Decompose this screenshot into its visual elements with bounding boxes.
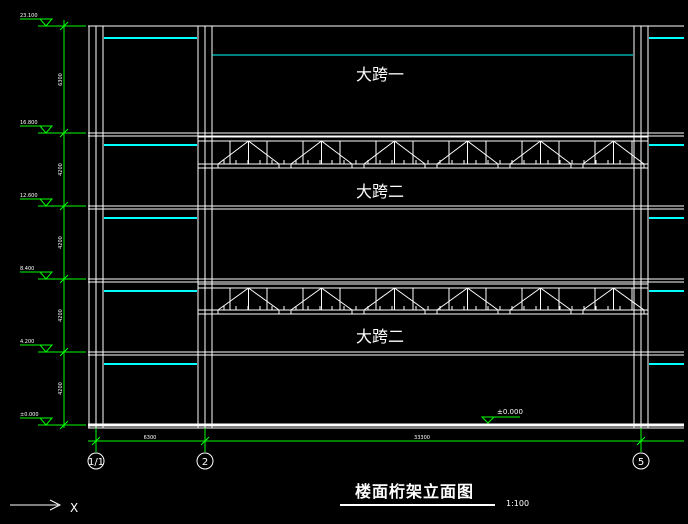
- truss-diagonal: [363, 140, 395, 165]
- truss-diagonal: [217, 140, 249, 165]
- truss-diagonal: [321, 287, 353, 311]
- elevation-label: 8.400: [20, 266, 34, 272]
- dimension-tick: [59, 274, 69, 284]
- axis-bubble: [87, 452, 105, 470]
- truss-diagonal: [540, 140, 572, 165]
- truss-diagonal: [248, 140, 280, 165]
- dimension-tick: [59, 201, 69, 211]
- dimension-tick: [59, 21, 69, 31]
- glazing-lines: [104, 37, 684, 365]
- drawing-scale: 1:100: [506, 499, 530, 508]
- annotations: 大跨一大跨二大跨二23.10016.80012.6008.4004.200±0.…: [20, 13, 644, 515]
- storey-height-label: 6300: [58, 73, 64, 86]
- ucs-x-label: X: [70, 501, 78, 515]
- structure-lines: [88, 25, 684, 429]
- span-dimension-label: 33300: [414, 435, 430, 441]
- span-label: 大跨一: [356, 65, 404, 84]
- truss-diagonal: [363, 287, 395, 311]
- axis-bubble: [632, 452, 650, 470]
- span-label: 大跨二: [356, 182, 404, 201]
- elevation-label: 12.600: [20, 193, 38, 199]
- storey-height-label: 4200: [58, 163, 64, 176]
- truss-diagonal: [394, 287, 426, 311]
- dimension-tick: [59, 128, 69, 138]
- zero-level-label: ±0.000: [497, 408, 523, 416]
- axis-bubble: [196, 452, 214, 470]
- truss-diagonal: [321, 140, 353, 165]
- span-label: 大跨二: [356, 327, 404, 346]
- ucs-arrow-icon: [49, 499, 62, 511]
- axis-label: 2: [202, 457, 208, 468]
- dimension-tick: [200, 436, 210, 446]
- truss-members: [198, 136, 648, 315]
- axis-label: 5: [638, 457, 644, 468]
- elevation-label: 23.100: [20, 13, 38, 19]
- elevation-label: 4.200: [20, 339, 34, 345]
- dimension-lines: [10, 18, 684, 511]
- truss-diagonal: [582, 287, 614, 311]
- drawing-title: 楼面桁架立面图: [355, 482, 475, 501]
- dimension-tick: [91, 436, 101, 446]
- truss-diagonal: [509, 140, 541, 165]
- truss-diagonal: [467, 140, 499, 165]
- truss-diagonal: [613, 140, 645, 165]
- truss-diagonal: [436, 287, 468, 311]
- storey-height-label: 4200: [58, 236, 64, 249]
- span-dimension-label: 6300: [144, 435, 157, 441]
- storey-height-label: 4200: [58, 382, 64, 395]
- storey-height-label: 4200: [58, 309, 64, 322]
- dimension-tick: [636, 436, 646, 446]
- dimension-tick: [59, 347, 69, 357]
- truss-diagonal: [509, 287, 541, 311]
- elevation-label: 16.800: [20, 120, 38, 126]
- truss-diagonal: [613, 287, 645, 311]
- axis-label: 1/1: [88, 457, 104, 468]
- dimension-tick: [59, 420, 69, 430]
- truss-diagonal: [540, 287, 572, 311]
- truss-diagonal: [436, 140, 468, 165]
- truss-diagonal: [248, 287, 280, 311]
- elevation-label: ±0.000: [20, 412, 39, 418]
- truss-diagonal: [217, 287, 249, 311]
- truss-diagonal: [394, 140, 426, 165]
- truss-diagonal: [467, 287, 499, 311]
- truss-diagonal: [582, 140, 614, 165]
